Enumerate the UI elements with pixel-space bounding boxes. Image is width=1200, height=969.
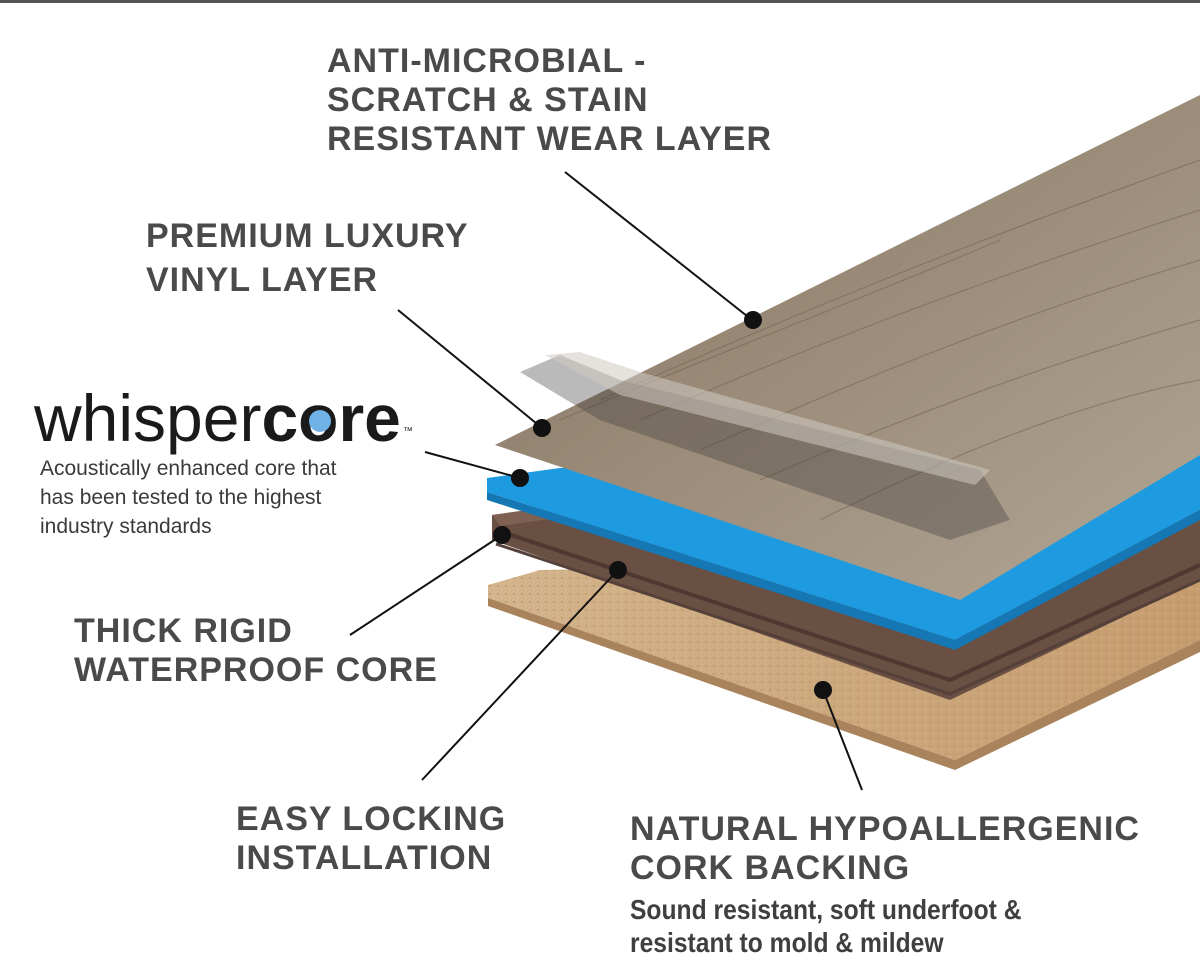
logo-dot-icon <box>307 408 333 434</box>
rigid-core-label: THICK RIGID WATERPROOF CORE <box>74 612 438 690</box>
vinyl-layer-label: PREMIUM LUXURY VINYL LAYER <box>146 214 469 302</box>
logo-dot-o: o <box>298 378 338 458</box>
locking-label: EASY LOCKING INSTALLATION <box>236 800 506 878</box>
cork-label: NATURAL HYPOALLERGENIC CORK BACKING <box>630 810 1140 888</box>
whispercore-logo: whispercore™ <box>34 378 413 458</box>
core-description: Acoustically enhanced core that has been… <box>40 454 337 541</box>
wear-layer-label: ANTI-MICROBIAL - SCRATCH & STAIN RESISTA… <box>327 42 772 159</box>
cork-description: Sound resistant, soft underfoot & resist… <box>630 893 1022 959</box>
